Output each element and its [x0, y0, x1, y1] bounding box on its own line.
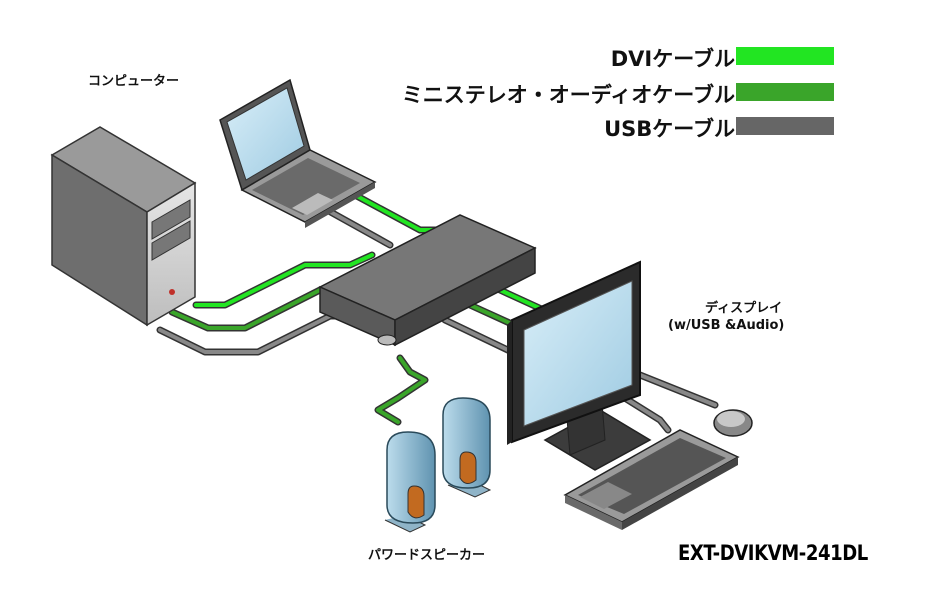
- laptop: [219, 78, 377, 228]
- keyboard: [563, 429, 740, 530]
- mouse: [713, 409, 753, 437]
- computer-tower: [50, 126, 197, 327]
- kvm-extender-unit: [318, 214, 537, 347]
- legend-swatch-usb: [736, 117, 834, 135]
- legend-label-usb: USBケーブル: [604, 117, 735, 141]
- speakers: [384, 397, 492, 533]
- speakers-label: パワードスピーカー: [368, 548, 486, 563]
- display-sublabel: (w/USB &Audio): [668, 318, 785, 333]
- legend-swatch-audio: [736, 83, 834, 101]
- speaker-right: [442, 397, 492, 498]
- legend-label-audio: ミニステレオ・オーディオケーブル: [401, 83, 735, 107]
- legend-swatch-dvi: [736, 47, 834, 65]
- model-number: EXT-DVIKVM-241DL: [678, 541, 868, 565]
- computer-label: コンピューター: [88, 74, 180, 89]
- display-label: ディスプレイ: [705, 301, 783, 316]
- display-monitor: [507, 260, 652, 471]
- speaker-left: [384, 431, 436, 533]
- legend-label-dvi: DVIケーブル: [610, 47, 735, 71]
